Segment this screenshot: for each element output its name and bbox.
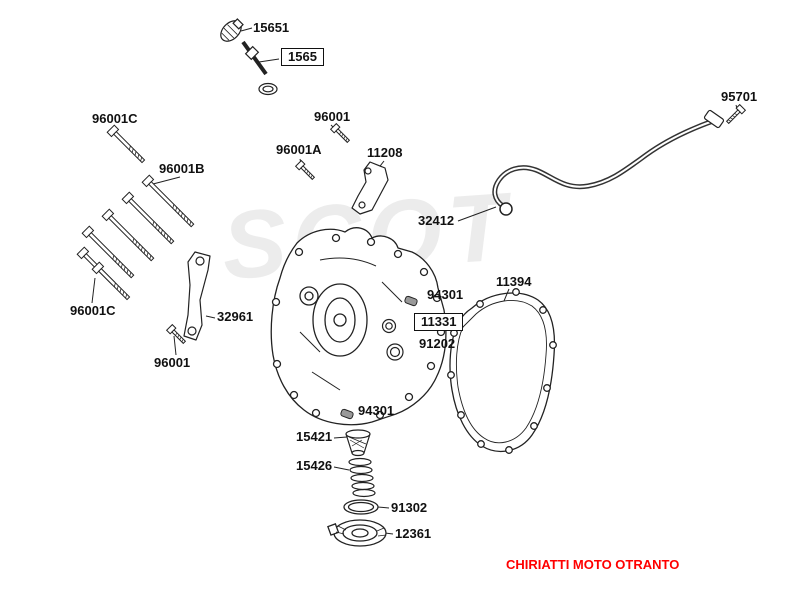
bolt-95701 [724,104,746,126]
crankcase-cover-drawing [270,227,447,426]
cover-bolt-holes [271,233,446,420]
oil-cap-12361-drawing [327,519,387,547]
stay-32961-drawing [183,251,211,341]
oil-seal-91202-drawing [386,343,404,361]
bolt-96001-top [330,123,352,145]
bolt-96001a [295,160,317,182]
dowel-pin-94301-lower [340,408,354,420]
cable-32412-drawing [492,109,725,216]
oil-strainer-15421-drawing [345,429,371,457]
bolt-96001c-top [106,124,148,166]
dowel-pin-94301-upper [404,295,418,307]
gasket-11394-drawing [447,288,557,454]
dealer-watermark-text: CHIRIATTI MOTO OTRANTO [506,557,680,572]
bushing-11331-drawing [381,318,397,334]
o-ring-91302-drawing [343,499,379,515]
cable-eyelet-terminal [499,202,513,216]
gasket-bolt-holes [447,288,557,454]
oil-dipstick-drawing [220,18,278,96]
bracket-11208-drawing [351,161,389,215]
spring-15426-drawing [348,457,376,498]
